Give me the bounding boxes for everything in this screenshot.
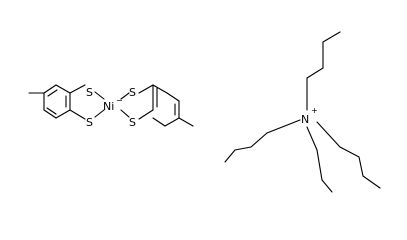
right-benzenedithiolate bbox=[120, 84, 194, 127]
bond bbox=[358, 156, 364, 177]
bond bbox=[43, 109, 57, 119]
bond bbox=[120, 109, 130, 118]
bond bbox=[46, 107, 57, 115]
bond bbox=[362, 175, 381, 189]
bond bbox=[152, 117, 166, 127]
bond bbox=[120, 92, 130, 100]
bond bbox=[138, 84, 154, 94]
chemical-structure: S S Ni − S S N + bbox=[28, 31, 381, 193]
left-benzenedithiolate bbox=[28, 84, 105, 120]
sulfur-atom-4: S bbox=[129, 116, 136, 129]
bond bbox=[306, 126, 318, 151]
bond bbox=[43, 84, 57, 94]
structure-canvas: S S Ni − S S N + bbox=[28, 31, 381, 193]
bond bbox=[69, 84, 86, 94]
sulfur-atom-3: S bbox=[129, 86, 136, 99]
bond bbox=[94, 109, 105, 118]
nitrogen-atom: N bbox=[301, 113, 309, 126]
bond bbox=[152, 84, 168, 94]
bond bbox=[69, 109, 86, 120]
bond bbox=[224, 149, 236, 163]
bond bbox=[166, 92, 180, 102]
bond bbox=[55, 84, 71, 94]
bond bbox=[164, 117, 180, 127]
bond bbox=[316, 121, 341, 148]
bond bbox=[178, 117, 194, 127]
bond bbox=[47, 89, 58, 97]
bond bbox=[266, 119, 301, 134]
bond bbox=[321, 179, 333, 193]
bond bbox=[55, 109, 71, 119]
bond bbox=[316, 149, 323, 181]
bond bbox=[306, 67, 324, 79]
bond bbox=[234, 146, 252, 151]
sulfur-atom-2: S bbox=[86, 116, 93, 129]
sulfur-atom-1: S bbox=[86, 86, 93, 99]
bond bbox=[94, 91, 105, 100]
tetrabutylammonium bbox=[224, 31, 381, 193]
nickel-charge: − bbox=[116, 96, 123, 105]
bond bbox=[138, 109, 154, 120]
bond bbox=[339, 146, 360, 158]
nitrogen-charge: + bbox=[311, 106, 318, 115]
nickel-atom: Ni bbox=[103, 100, 114, 113]
bond bbox=[250, 132, 268, 148]
bond bbox=[322, 31, 341, 43]
